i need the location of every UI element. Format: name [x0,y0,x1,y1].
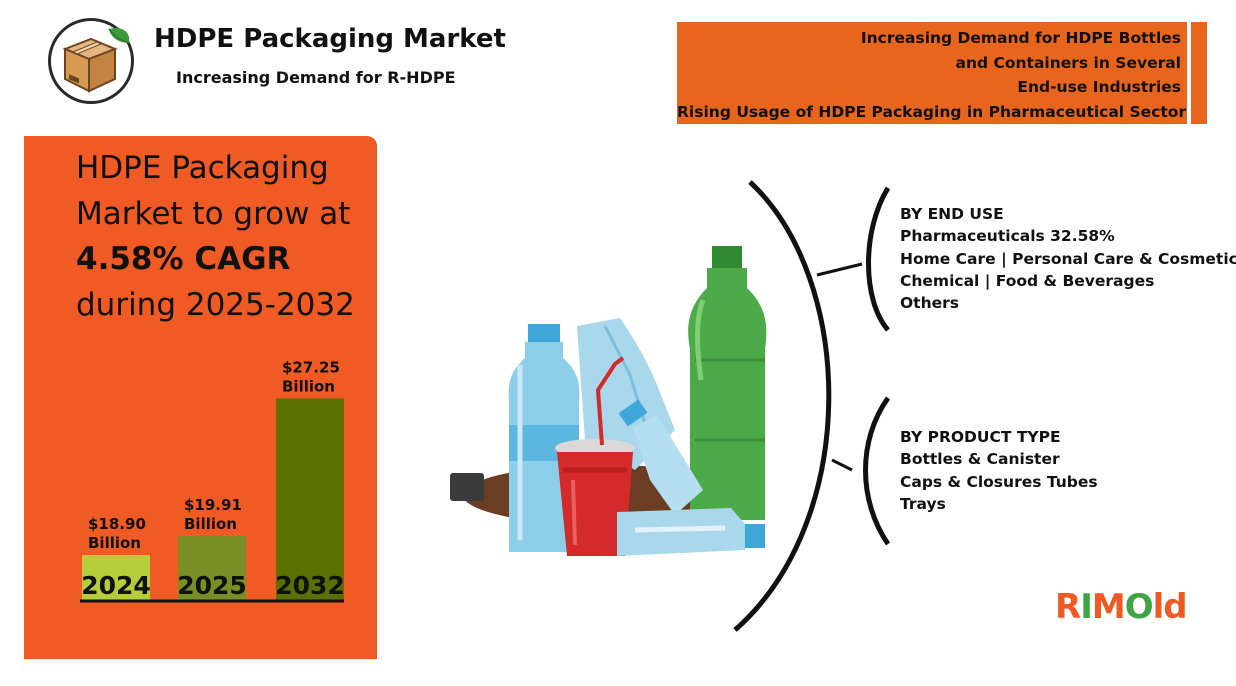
bar-unit-label: Billion [282,377,335,395]
cagr-value: 4.58% CAGR [76,241,291,277]
bar-value-label: $18.90 [88,515,146,533]
brand-part: O [1124,587,1154,627]
driver-line: and Containers in Several [955,53,1182,72]
category-label: 2025 [177,571,247,600]
bar-2024 [82,555,150,600]
connector-line [816,262,863,277]
connector-line [831,458,853,472]
cardboard-box-icon [62,27,130,93]
headline-line: HDPE Packaging [76,150,329,186]
category-label: 2032 [275,571,345,600]
page-subtitle: Increasing Demand for R-HDPE [176,68,456,87]
bar-2032 [276,398,344,600]
bar-value-label: $19.91 [184,496,242,514]
segment-title: BY PRODUCT TYPE [900,428,1061,446]
brand-part: M [1091,587,1126,627]
plastic-bottles-illustration [450,246,767,556]
brand-part: ld [1152,587,1188,627]
box-logo-icon [48,18,134,104]
driver-line: Rising Usage of HDPE Packaging in Pharma… [677,102,1187,121]
segment-item: Pharmaceuticals 32.58% [900,227,1115,246]
segment-item: Home Care | Personal Care & Cosmetics [900,249,1236,268]
bar-2025 [178,536,246,600]
cagr-headline: HDPE Packaging Market to grow at 4.58% C… [76,146,355,328]
brand-part: R [1055,587,1081,627]
segment-title: BY END USE [900,205,1004,223]
drivers-accent-stripe [1191,22,1207,124]
segment-item: Others [900,294,960,313]
brand-logo: RIMOld [1055,587,1188,627]
segment-item: Chemical | Food & Beverages [900,271,1155,290]
segment-item: Caps & Closures Tubes [900,472,1098,491]
driver-line: Increasing Demand for HDPE Bottles [860,29,1181,47]
segment-item: Bottles & Canister [900,450,1060,469]
market-drivers-box: Increasing Demand for HDPE Bottles and C… [677,22,1187,124]
bar-unit-label: Billion [184,515,237,533]
end-use-bracket [866,186,891,332]
headline-line: Market to grow at [76,195,351,232]
headline-line: during 2025-2032 [76,286,355,323]
main-arc [733,180,832,632]
product-type-bracket [863,396,891,546]
brand-part: I [1080,587,1093,627]
end-use-segment: BY END USE Pharmaceuticals 32.58% Home C… [900,203,1236,314]
page-title: HDPE Packaging Market [154,24,506,54]
driver-line: End-use Industries [1017,78,1181,96]
product-type-segment: BY PRODUCT TYPE Bottles & Canister Caps … [900,426,1098,515]
segment-item: Trays [900,494,946,513]
bar-value-label: $27.25 [282,358,340,376]
bar-unit-label: Billion [88,534,141,552]
category-label: 2024 [81,571,151,600]
